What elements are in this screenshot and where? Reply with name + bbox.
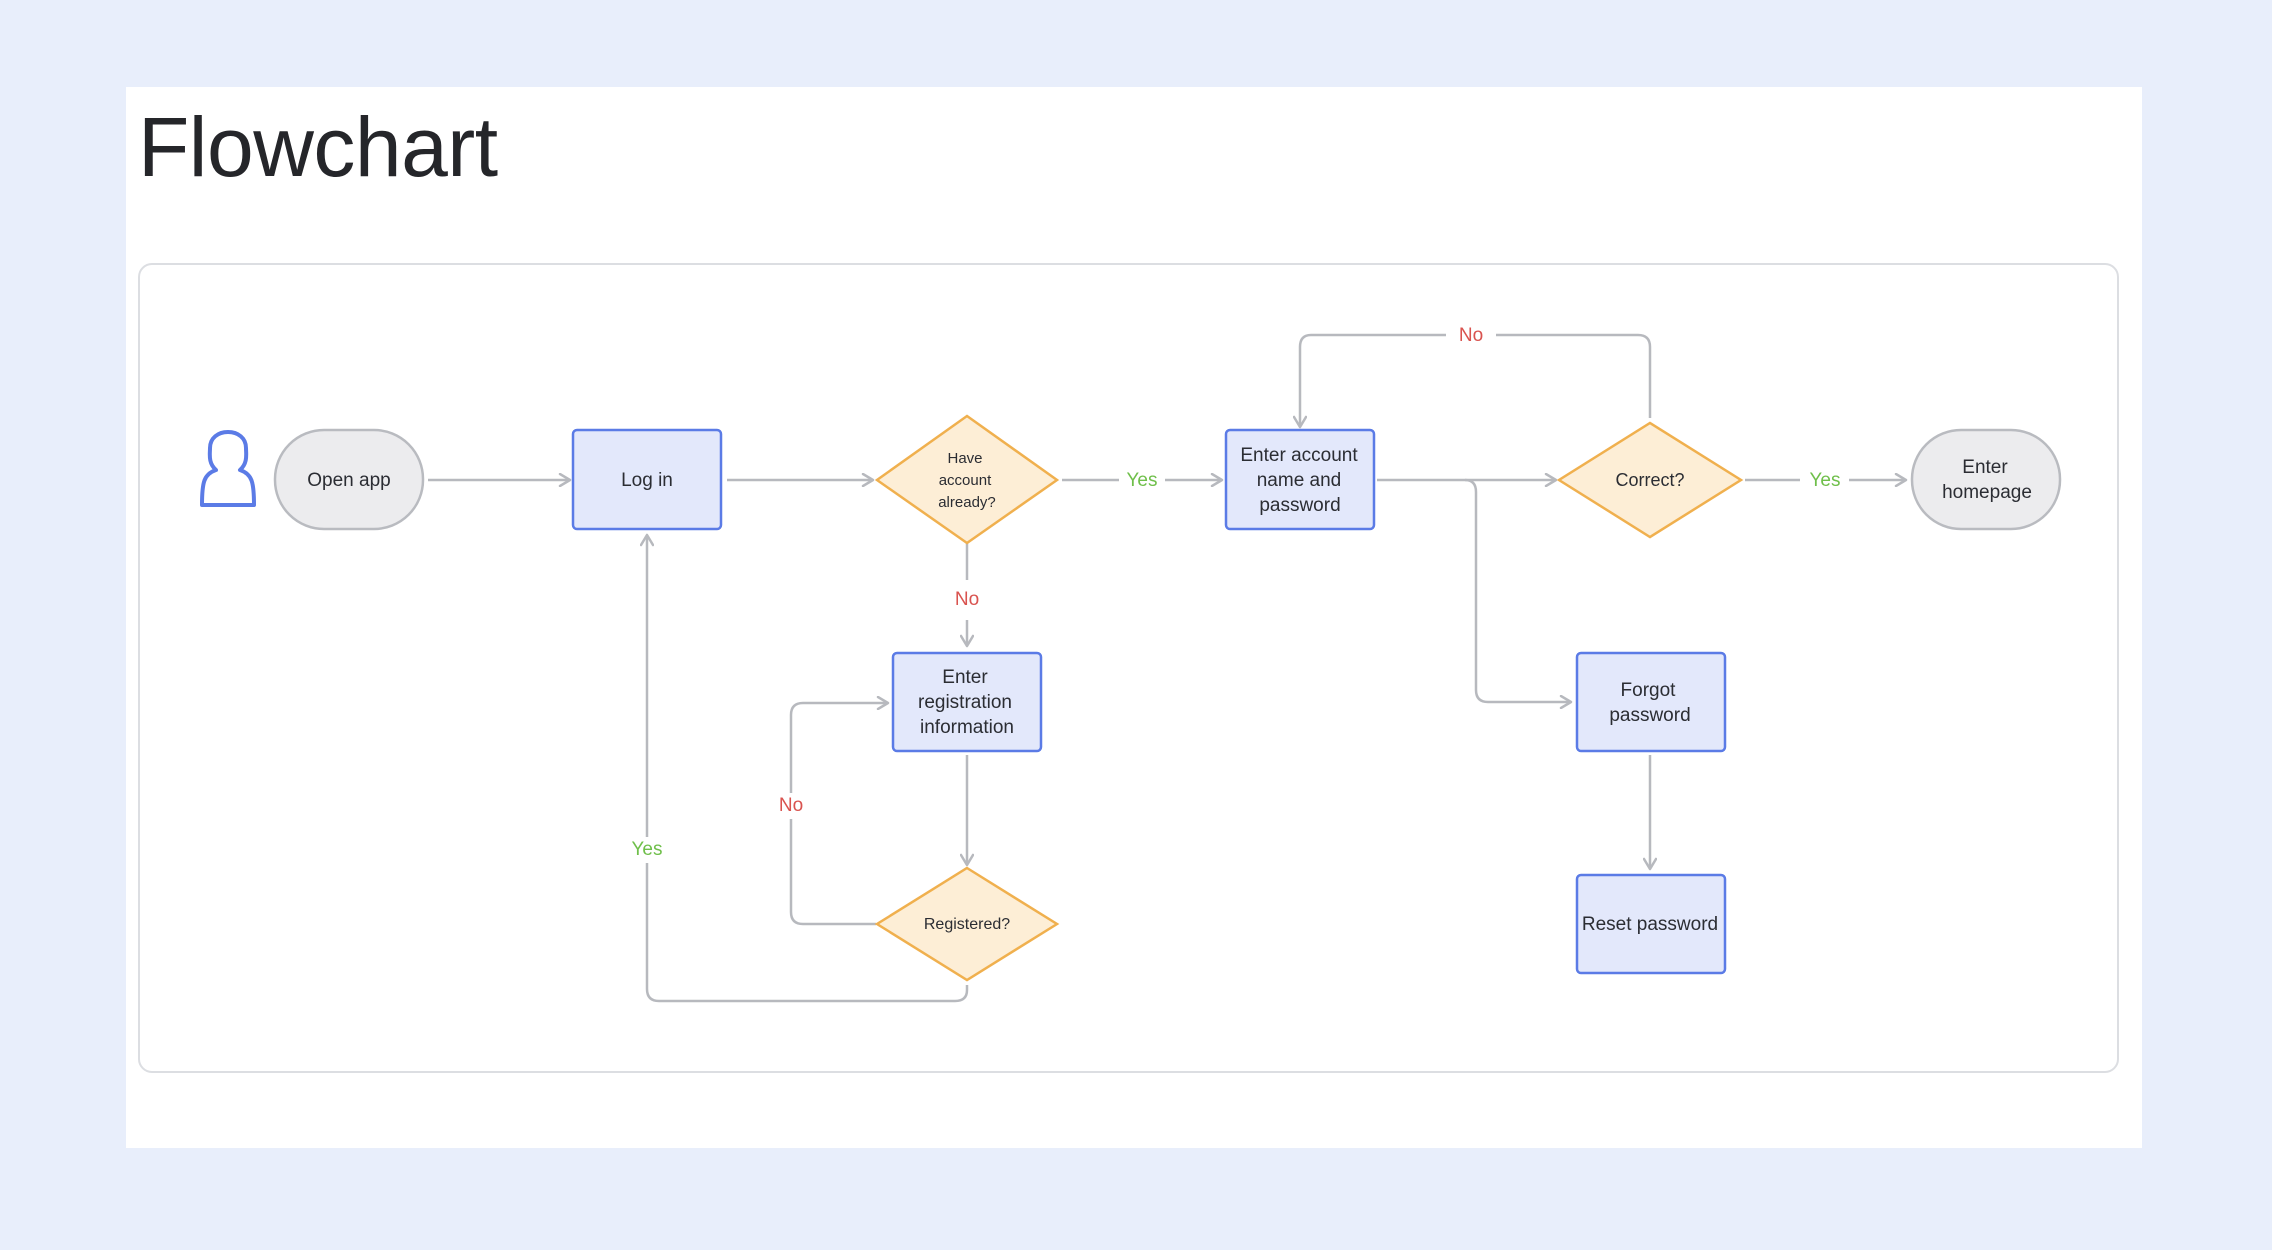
node-registered-label: Registered?	[924, 916, 1010, 933]
edge-registered-yes	[647, 535, 969, 1003]
node-enter-registration-label-line2: registration	[918, 692, 1012, 713]
edge-correct-no	[1300, 333, 1652, 427]
node-enter-account: Enter account name and password	[1224, 428, 1376, 531]
node-enter-registration: Enter registration information	[891, 651, 1043, 753]
edge-label-bg	[772, 793, 810, 819]
node-registered: Registered?	[874, 866, 1060, 982]
node-enter-account-label-line3: password	[1259, 495, 1340, 516]
node-enter-registration-label-line3: information	[920, 717, 1014, 738]
edge-label-correct-no: No	[1459, 325, 1483, 346]
edge-label-registered-no: No	[779, 795, 803, 816]
node-have-account: Have account already?	[874, 414, 1060, 545]
node-enter-homepage: Enter homepage	[1910, 428, 2062, 531]
node-log-in-label: Log in	[621, 470, 673, 491]
user-icon	[200, 430, 256, 507]
edge-label-have-account-no: No	[955, 589, 979, 610]
edge-label-have-account-yes: Yes	[1127, 470, 1158, 491]
page-title: Flowchart	[138, 100, 498, 194]
node-forgot-password-label-line2: password	[1609, 705, 1690, 726]
node-have-account-label-line3: already?	[938, 494, 996, 511]
node-enter-account-label-line1: Enter account	[1240, 445, 1358, 466]
node-forgot-password-label-line1: Forgot	[1621, 680, 1677, 701]
node-enter-homepage-label-line1: Enter	[1962, 457, 2008, 478]
node-correct-label: Correct?	[1615, 470, 1684, 490]
edge-label-bg	[622, 837, 672, 863]
node-open-app-label: Open app	[307, 470, 390, 491]
edge-labels: Yes No Yes No No Yes	[622, 322, 1841, 863]
node-enter-account-label-line2: name and	[1257, 470, 1342, 491]
node-have-account-label-line1: Have	[947, 450, 982, 467]
node-forgot-password: Forgot password	[1575, 651, 1727, 753]
edge-label-correct-yes: Yes	[1810, 470, 1841, 491]
node-correct: Correct?	[1556, 421, 1744, 539]
node-enter-homepage-label-line2: homepage	[1942, 482, 2032, 503]
edge-enter-account-to-forgot	[1464, 478, 1571, 702]
node-enter-registration-label-line1: Enter	[942, 667, 988, 688]
edge-label-bg	[1446, 322, 1496, 348]
node-open-app: Open app	[273, 428, 425, 531]
node-log-in: Log in	[571, 428, 723, 531]
node-reset-password-label: Reset password	[1582, 914, 1718, 935]
node-reset-password: Reset password	[1575, 873, 1727, 975]
edge-label-registered-yes: Yes	[632, 839, 663, 860]
diagram-canvas	[138, 263, 2119, 1073]
node-have-account-label-line2: account	[939, 472, 992, 489]
